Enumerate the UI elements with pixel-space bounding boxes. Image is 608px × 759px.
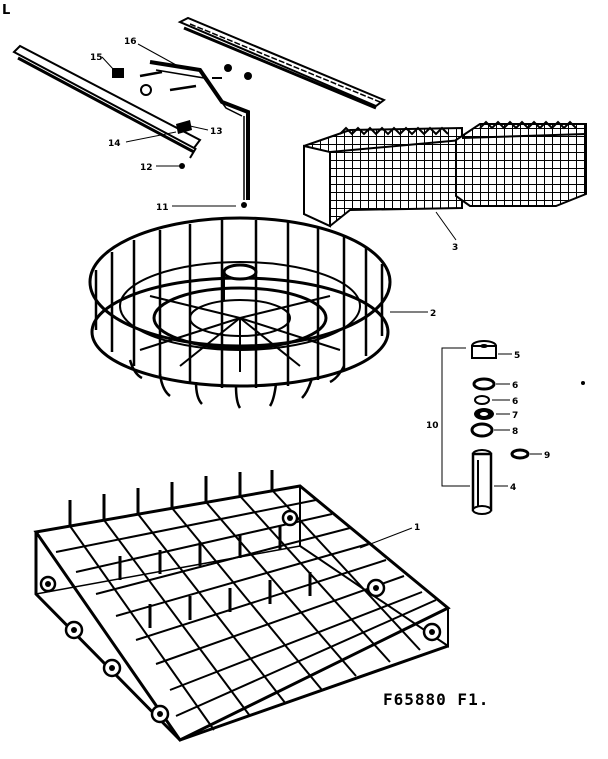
label-rail-left: 14 (108, 139, 121, 149)
round-basket: 2 (88, 216, 436, 409)
label-clip: 11 (156, 203, 169, 213)
label-cap: 9 (544, 451, 550, 461)
cutlery-basket: 3 (303, 120, 587, 253)
hub-kit: 10 5 6 6 7 8 (426, 340, 550, 515)
label-knob: 15 (90, 53, 103, 63)
corner-mark: L (2, 3, 10, 18)
label-kit-assembly: 10 (426, 421, 439, 431)
figure-code: F65880 F1. (383, 690, 490, 709)
label-arm: 16 (124, 37, 137, 47)
top-rail-right (177, 16, 386, 110)
label-washer-a: 6 (512, 381, 518, 391)
label-upper-rack: 1 (414, 523, 420, 533)
label-shaft: 4 (510, 483, 516, 493)
label-washer-a-2: 6 (512, 397, 518, 407)
label-washer-b: 7 (512, 411, 518, 421)
label-screw: 12 (140, 163, 153, 173)
label-cutlery-basket: 3 (452, 243, 458, 253)
callouts-top: 15 16 13 14 12 11 (90, 37, 236, 213)
rail-left (12, 44, 202, 159)
upper-rack (33, 470, 451, 742)
label-ring: 8 (512, 427, 518, 437)
label-nut: 13 (210, 127, 223, 137)
arm-small-parts (112, 64, 252, 169)
speck (581, 381, 585, 385)
label-bearing: 5 (514, 351, 520, 361)
label-round-basket: 2 (430, 309, 436, 319)
arm-assembly (149, 60, 250, 208)
